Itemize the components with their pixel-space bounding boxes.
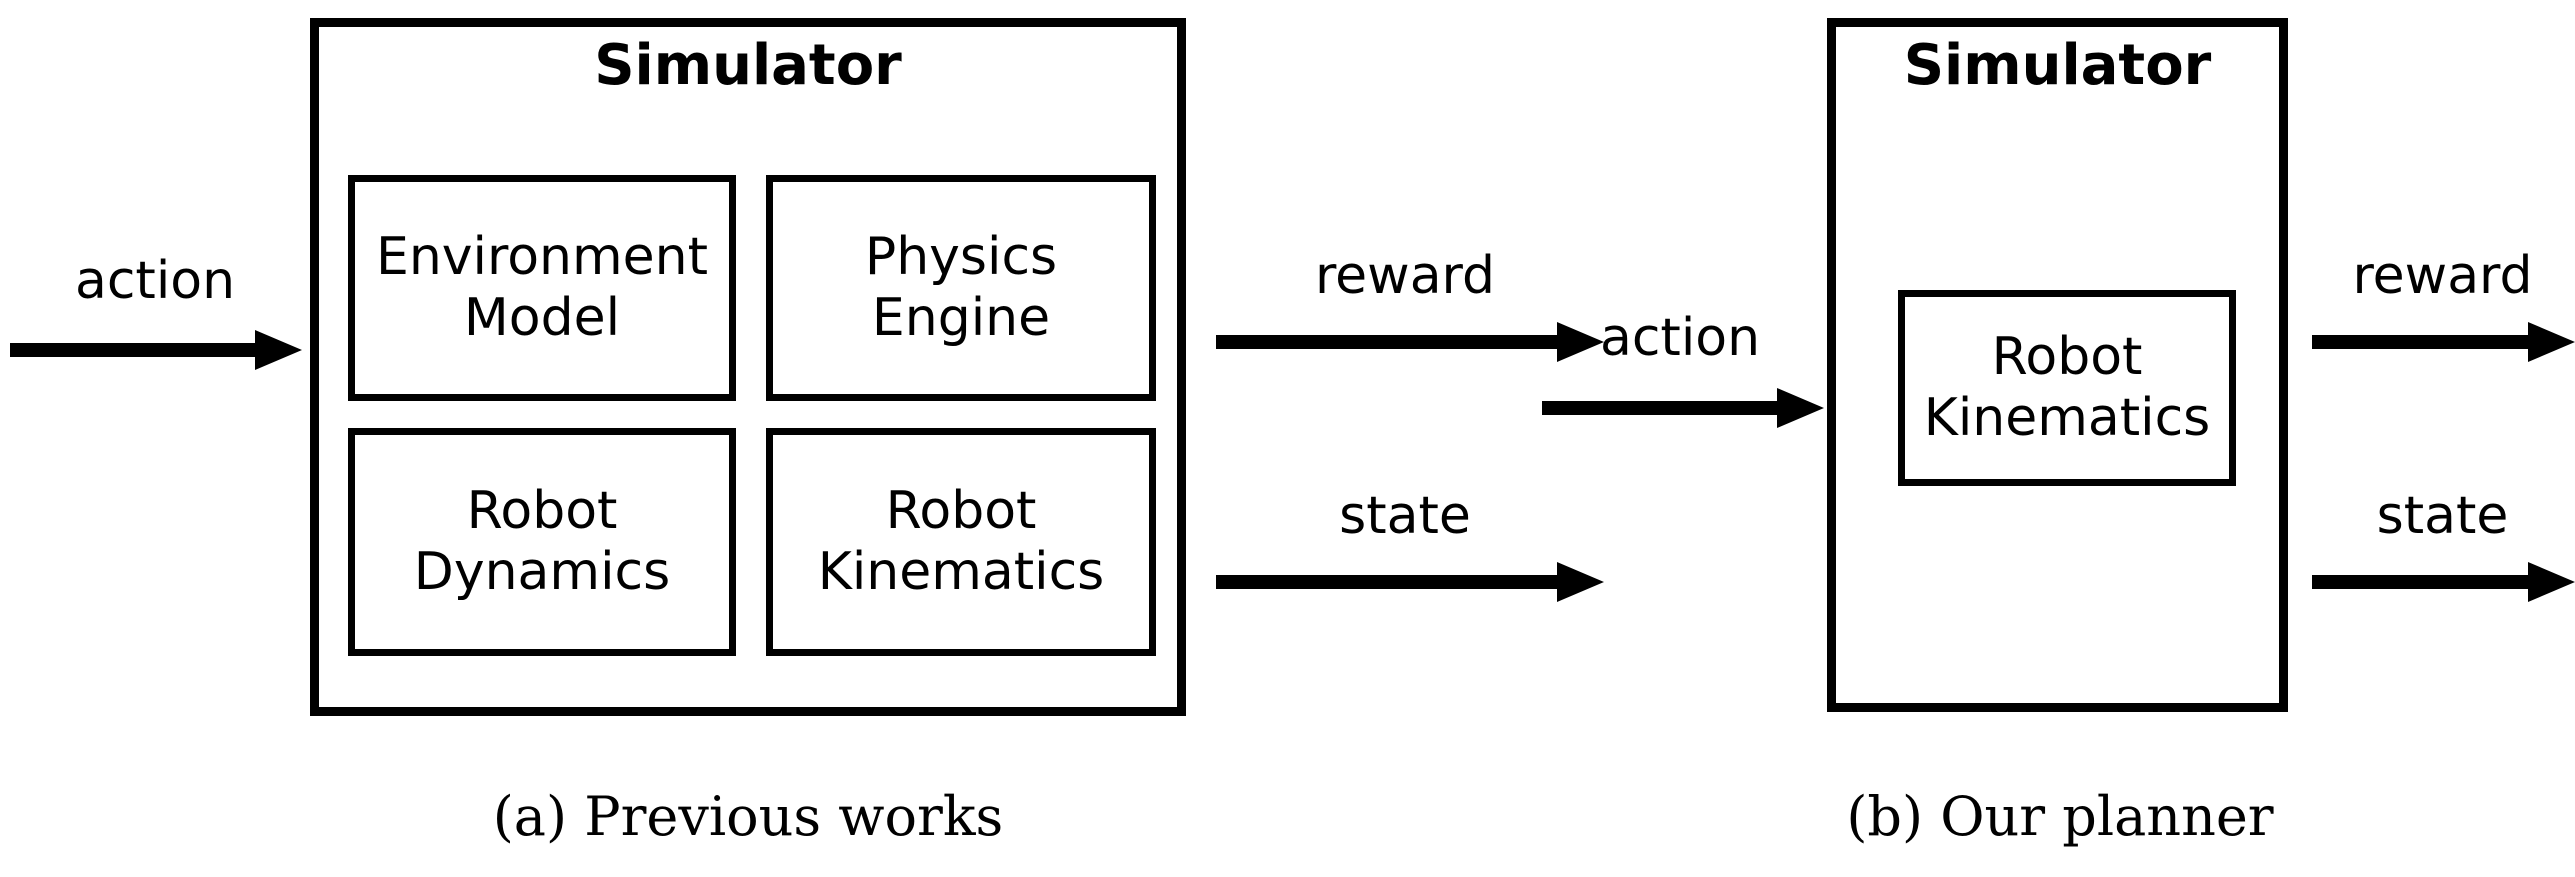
module-robot-kinematics-b-line2: Kinematics bbox=[1923, 388, 2211, 448]
module-robot-dynamics-line2: Dynamics bbox=[413, 542, 671, 602]
module-environment-model-line1: Environment bbox=[375, 226, 709, 287]
arrow-action-b bbox=[1542, 388, 1824, 428]
caption-previous-works: (a) Previous works bbox=[492, 785, 1004, 848]
label-action-b: action bbox=[1599, 308, 1761, 368]
module-robot-kinematics-b-line1: Robot bbox=[1991, 326, 2143, 387]
arrow-action-a bbox=[10, 330, 302, 370]
module-physics-engine-line2: Engine bbox=[871, 288, 1051, 348]
label-reward-b: reward bbox=[2352, 246, 2533, 306]
module-environment-model: Environment Model bbox=[348, 175, 736, 401]
arrow-reward-b bbox=[2312, 322, 2575, 362]
module-robot-kinematics-b: Robot Kinematics bbox=[1898, 290, 2236, 486]
label-action-a: action bbox=[74, 251, 236, 311]
arrow-reward-a bbox=[1216, 322, 1604, 362]
module-robot-kinematics-a-line2: Kinematics bbox=[817, 542, 1105, 602]
label-reward-a: reward bbox=[1314, 246, 1496, 306]
module-physics-engine-line1: Physics bbox=[864, 226, 1058, 287]
label-state-b: state bbox=[2376, 486, 2509, 546]
module-robot-kinematics-a-line1: Robot bbox=[885, 480, 1037, 541]
module-robot-kinematics-a: Robot Kinematics bbox=[766, 428, 1156, 656]
caption-our-planner: (b) Our planner bbox=[1846, 785, 2274, 848]
arrow-state-a bbox=[1216, 562, 1604, 602]
arrow-state-b bbox=[2312, 562, 2575, 602]
label-state-a: state bbox=[1339, 486, 1471, 546]
simulator-title-a: Simulator bbox=[594, 33, 902, 98]
module-robot-dynamics: Robot Dynamics bbox=[348, 428, 736, 656]
module-robot-dynamics-line1: Robot bbox=[466, 480, 618, 541]
simulator-title-b: Simulator bbox=[1903, 33, 2212, 98]
module-environment-model-line2: Model bbox=[463, 288, 621, 348]
module-physics-engine: Physics Engine bbox=[766, 175, 1156, 401]
